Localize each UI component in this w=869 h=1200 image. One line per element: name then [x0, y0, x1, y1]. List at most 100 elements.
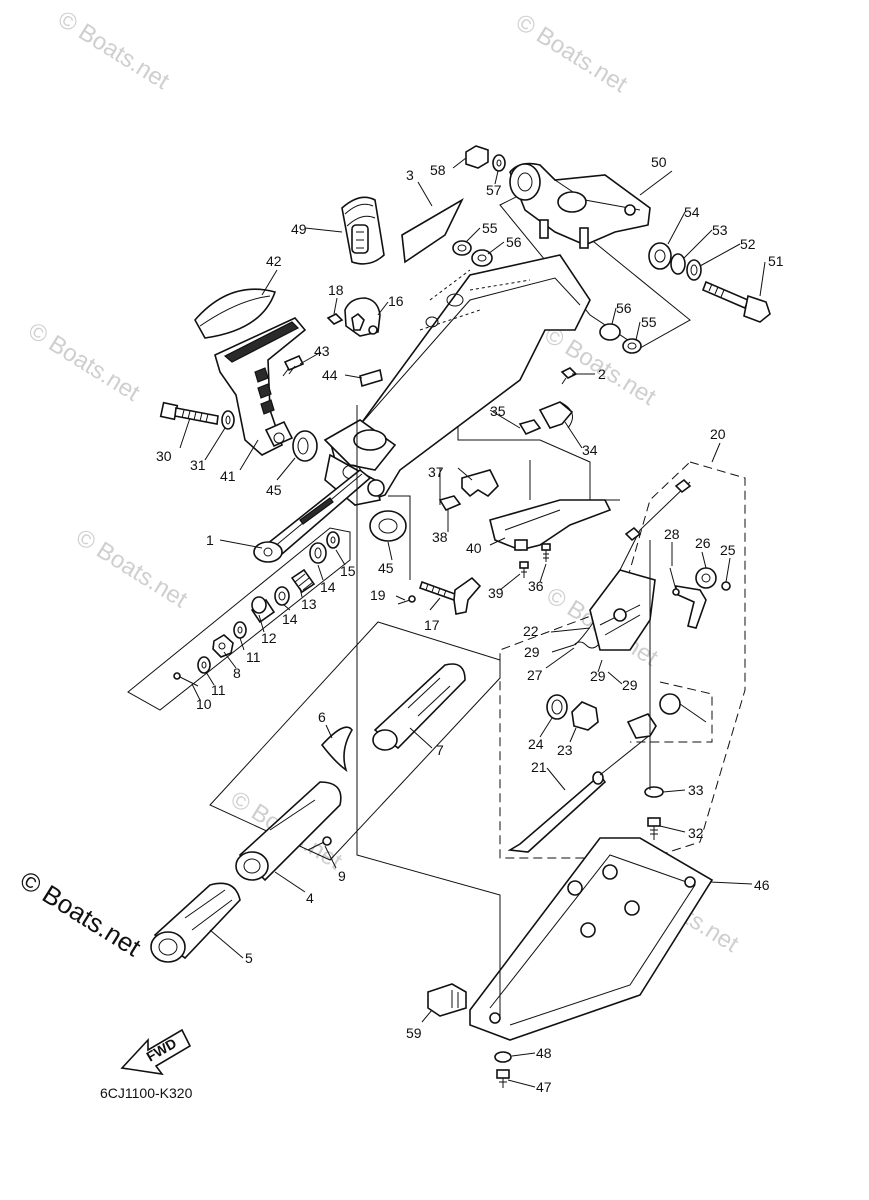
- watermark: © Boats.net: [511, 9, 632, 99]
- bushing-56-b: [599, 323, 621, 341]
- washer-53: [670, 253, 686, 275]
- grip-4: [235, 781, 342, 882]
- bolt-30: [159, 401, 219, 425]
- callout-49: 49: [291, 221, 307, 237]
- callout-31: 31: [190, 457, 206, 473]
- callout-6: 6: [318, 709, 326, 725]
- washer-11-b: [197, 656, 211, 674]
- callout-55: 55: [482, 220, 498, 236]
- callout-9: 9: [338, 868, 346, 884]
- group-4-7-outline: [209, 621, 501, 861]
- callout-36: 36: [528, 578, 544, 594]
- watermark: © Boats.net: [23, 317, 144, 407]
- rotor-23: [571, 701, 599, 731]
- throttle-rod-21: [507, 713, 657, 853]
- callout-59: 59: [406, 1025, 422, 1041]
- callout-13: 13: [301, 596, 317, 612]
- callout-34: 34: [582, 442, 598, 458]
- decal-3: [401, 197, 464, 264]
- washer-14: [274, 586, 290, 606]
- callout-52: 52: [740, 236, 756, 252]
- screw-36: [541, 543, 551, 562]
- callout-41: 41: [220, 468, 236, 484]
- callout-18: 18: [328, 282, 344, 298]
- screw-32: [647, 817, 661, 840]
- callout-22: 22: [523, 623, 539, 639]
- grip-5: [150, 882, 241, 963]
- pin-10: [173, 672, 199, 687]
- nut-58: [465, 145, 489, 169]
- lever-26: [675, 585, 707, 629]
- washer-52: [686, 259, 702, 281]
- bushing-45: [369, 510, 407, 542]
- bottom-cover-46: [469, 837, 714, 1041]
- callout-29: 29: [524, 644, 540, 660]
- throttle-grip-cap-42: [194, 288, 277, 339]
- nut-15: [326, 531, 340, 549]
- steering-arm: [323, 254, 591, 506]
- connector-59: [427, 983, 467, 1017]
- callout-12: 12: [261, 630, 277, 646]
- screw-19: [397, 595, 416, 605]
- gear-26: [695, 567, 717, 589]
- nut-8: [212, 634, 234, 658]
- friction-knob-17: [418, 576, 482, 615]
- spring-14: [309, 542, 327, 564]
- callout-20: 20: [710, 426, 726, 442]
- group-26-outline: [630, 681, 713, 743]
- callout-14: 14: [282, 611, 298, 627]
- washer-31: [221, 410, 235, 430]
- gear-group: [659, 693, 707, 723]
- decal-6: [320, 726, 353, 773]
- washer-48: [494, 1051, 512, 1063]
- callout-3: 3: [406, 167, 414, 183]
- bushing-54: [648, 242, 672, 270]
- callouts: 1 2 3 4 5 6 7 8 9 10 11 11 12 13 14 14 1…: [156, 154, 784, 1095]
- group-10-15-outline: [127, 527, 351, 711]
- guide-line: [356, 405, 501, 1020]
- callout-16: 16: [388, 293, 404, 309]
- bushing-56: [471, 249, 493, 267]
- callout-35: 35: [490, 403, 506, 419]
- clip-25: [721, 581, 731, 591]
- screw-43: [282, 354, 305, 377]
- callout-37: 37: [428, 464, 444, 480]
- grommet-49: [341, 196, 385, 265]
- callout-40: 40: [466, 540, 482, 556]
- callout-27: 27: [527, 667, 543, 683]
- callout-24: 24: [528, 736, 544, 752]
- washer-55-b: [622, 338, 642, 354]
- leader-lines: [179, 157, 766, 1088]
- block-35: [518, 419, 542, 436]
- watermark-main: © Boats.net: [15, 865, 147, 963]
- callout-7: 7: [436, 742, 444, 758]
- callout-23: 23: [557, 742, 573, 758]
- bolt-51: [701, 280, 771, 323]
- ring-24: [546, 694, 568, 720]
- callout-58: 58: [430, 162, 446, 178]
- bushing-12: [250, 596, 276, 624]
- sleeve-7: [372, 663, 466, 751]
- screw-28: [669, 567, 680, 596]
- diagram-code: 6CJ1100-K320: [100, 1085, 193, 1101]
- guide-line: [388, 495, 411, 580]
- callout-17: 17: [424, 617, 440, 633]
- callout-47: 47: [536, 1079, 552, 1095]
- callout-45: 45: [378, 560, 394, 576]
- screw-39: [519, 561, 529, 578]
- washer-33: [644, 786, 664, 798]
- clip-34: [538, 401, 574, 429]
- callout-14: 14: [320, 579, 336, 595]
- guide-line: [439, 460, 531, 505]
- washer-11: [233, 621, 247, 639]
- throttle-shaft-1: [253, 468, 372, 563]
- callout-38: 38: [432, 529, 448, 545]
- callout-2: 2: [598, 366, 606, 382]
- fwd-arrow-icon: FWD: [120, 1028, 192, 1076]
- callout-19: 19: [370, 587, 386, 603]
- callout-30: 30: [156, 448, 172, 464]
- callout-46: 46: [754, 877, 770, 893]
- screw-18: [326, 313, 344, 325]
- spring-13: [290, 568, 316, 594]
